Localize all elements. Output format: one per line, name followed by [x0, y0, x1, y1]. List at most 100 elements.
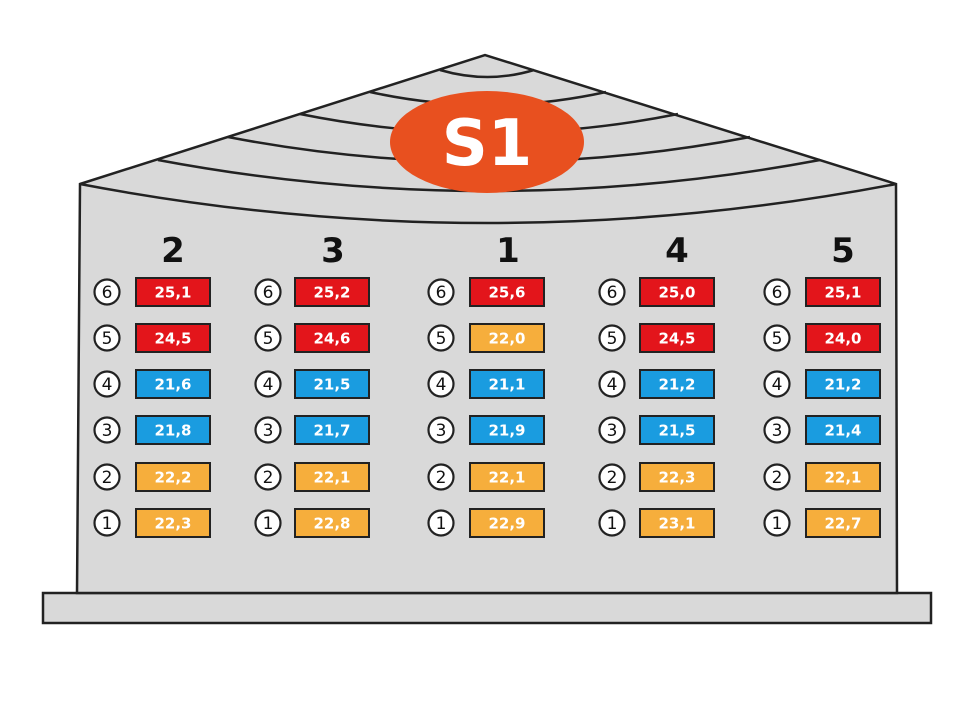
- level-marker: [93, 370, 121, 398]
- reading-value: 21,5: [313, 376, 350, 394]
- reading-value: 25,1: [154, 284, 191, 302]
- level-marker: [93, 278, 121, 306]
- reading-box: [135, 277, 211, 307]
- level-number: 6: [772, 283, 783, 303]
- reading-box: [805, 462, 881, 492]
- reading-value: 24,6: [313, 330, 350, 348]
- reading-box: [805, 508, 881, 538]
- level-number: 2: [607, 468, 618, 488]
- level-marker: [763, 370, 791, 398]
- reading-box: [294, 323, 370, 353]
- level-marker: [763, 416, 791, 444]
- reading-box: [294, 277, 370, 307]
- reading-value: 21,8: [154, 422, 191, 440]
- column-header: 3: [321, 231, 345, 271]
- reading-box: [639, 369, 715, 399]
- level-marker: [427, 416, 455, 444]
- level-marker: [598, 278, 626, 306]
- level-marker: [763, 509, 791, 537]
- level-marker: [254, 278, 282, 306]
- reading-value: 21,7: [313, 422, 350, 440]
- sensor-column-3: 3 6 25,2 5 24,6 4 21,5 3 21,7 2 22,1 1 22,8: [254, 231, 370, 538]
- reading-box: [469, 462, 545, 492]
- reading-box: [805, 369, 881, 399]
- reading-box: [294, 462, 370, 492]
- roof-arc: [439, 68, 535, 79]
- reading-value: 21,5: [658, 422, 695, 440]
- reading-box: [639, 277, 715, 307]
- reading-box: [469, 369, 545, 399]
- level-number: 5: [436, 329, 447, 349]
- level-number: 3: [607, 421, 618, 441]
- level-marker: [93, 416, 121, 444]
- reading-box: [805, 323, 881, 353]
- level-number: 5: [772, 329, 783, 349]
- level-number: 3: [772, 421, 783, 441]
- level-number: 5: [263, 329, 274, 349]
- badge-label: S1: [442, 107, 533, 181]
- reading-value: 21,9: [488, 422, 525, 440]
- level-number: 6: [607, 283, 618, 303]
- reading-value: 21,6: [154, 376, 191, 394]
- reading-value: 21,4: [824, 422, 861, 440]
- reading-box: [294, 508, 370, 538]
- level-marker: [598, 416, 626, 444]
- level-number: 4: [102, 375, 113, 395]
- level-marker: [427, 324, 455, 352]
- reading-value: 22,1: [824, 469, 861, 487]
- level-number: 2: [102, 468, 113, 488]
- reading-value: 25,6: [488, 284, 525, 302]
- reading-value: 22,2: [154, 469, 191, 487]
- level-marker: [93, 463, 121, 491]
- level-marker: [254, 370, 282, 398]
- level-number: 2: [263, 468, 274, 488]
- reading-box: [294, 369, 370, 399]
- column-header: 1: [496, 231, 520, 271]
- level-number: 5: [102, 329, 113, 349]
- level-number: 1: [102, 514, 113, 534]
- level-number: 3: [102, 421, 113, 441]
- reading-box: [135, 369, 211, 399]
- level-number: 4: [436, 375, 447, 395]
- level-marker: [763, 324, 791, 352]
- level-number: 3: [263, 421, 274, 441]
- reading-box: [135, 323, 211, 353]
- level-marker: [598, 324, 626, 352]
- reading-value: 22,3: [154, 515, 191, 533]
- reading-box: [805, 415, 881, 445]
- reading-value: 25,2: [313, 284, 350, 302]
- column-header: 5: [831, 231, 855, 271]
- level-number: 4: [263, 375, 274, 395]
- reading-box: [135, 462, 211, 492]
- reading-value: 21,2: [824, 376, 861, 394]
- reading-value: 21,1: [488, 376, 525, 394]
- level-marker: [763, 278, 791, 306]
- reading-value: 23,1: [658, 515, 695, 533]
- reading-box: [639, 462, 715, 492]
- reading-value: 25,1: [824, 284, 861, 302]
- level-number: 1: [436, 514, 447, 534]
- reading-box: [294, 415, 370, 445]
- roof-arc: [79, 182, 897, 225]
- reading-box: [135, 508, 211, 538]
- level-marker: [254, 463, 282, 491]
- reading-box: [469, 508, 545, 538]
- reading-value: 22,8: [313, 515, 350, 533]
- level-number: 4: [607, 375, 618, 395]
- reading-value: 22,1: [313, 469, 350, 487]
- level-marker: [254, 324, 282, 352]
- level-number: 6: [263, 283, 274, 303]
- reading-value: 24,5: [658, 330, 695, 348]
- level-number: 4: [772, 375, 783, 395]
- badge-ellipse: [390, 91, 584, 193]
- level-number: 2: [436, 468, 447, 488]
- reading-value: 21,2: [658, 376, 695, 394]
- level-marker: [598, 463, 626, 491]
- reading-value: 25,0: [658, 284, 695, 302]
- level-number: 2: [772, 468, 783, 488]
- level-number: 1: [263, 514, 274, 534]
